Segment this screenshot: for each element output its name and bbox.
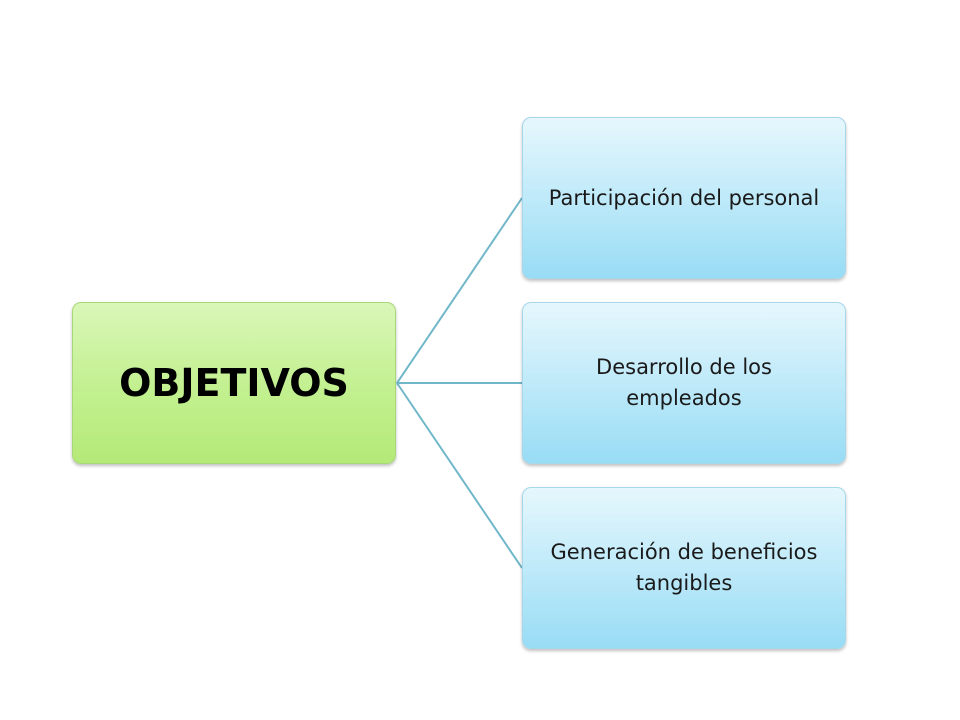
child-node-generacion: Generación de beneficios tangibles	[522, 487, 846, 649]
child-node-label: Participación del personal	[548, 185, 820, 210]
connector-line	[396, 382, 523, 569]
child-node-label: Desarrollo de los empleados	[596, 355, 772, 410]
connector-line	[396, 197, 523, 384]
root-node-label: OBJETIVOS	[119, 361, 349, 405]
child-node-desarrollo: Desarrollo de los empleados	[522, 302, 846, 464]
child-node-participacion: Participación del personal	[522, 117, 846, 279]
child-node-label: Generación de beneficios tangibles	[550, 540, 818, 595]
root-node: OBJETIVOS	[72, 302, 396, 464]
